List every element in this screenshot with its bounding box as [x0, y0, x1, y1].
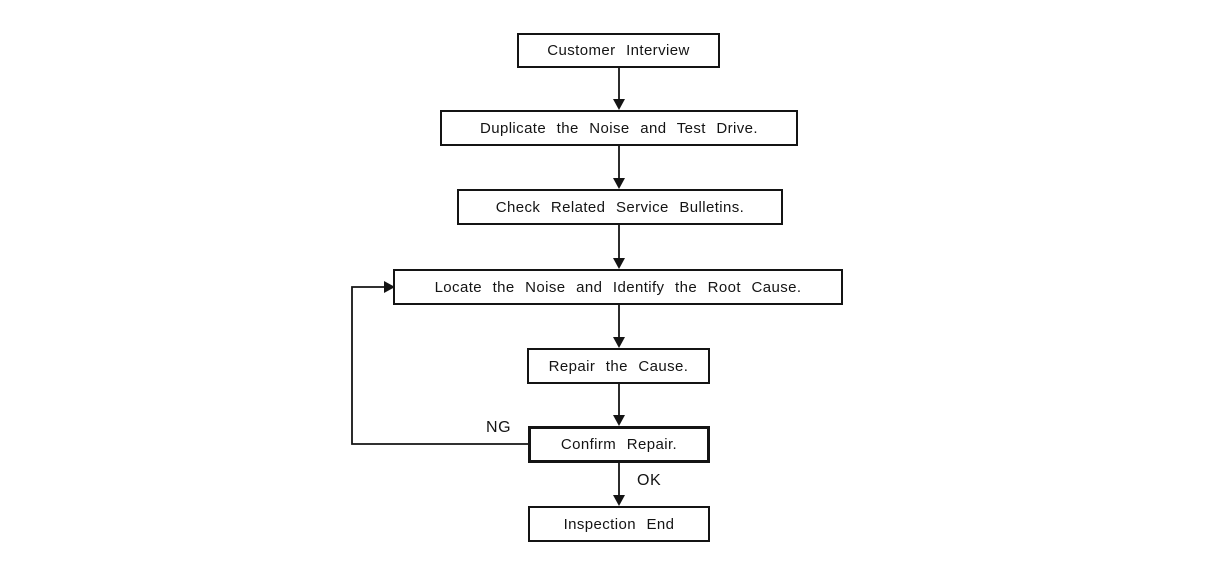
flow-box-confirm-repair: Confirm Repair. — [528, 426, 710, 463]
arrow-down-icon — [613, 384, 625, 426]
edge-label-ok: OK — [637, 472, 662, 489]
flow-box-check-service-bulletins: Check Related Service Bulletins. — [457, 189, 783, 225]
edge-label-ng: NG — [486, 419, 512, 436]
flow-box-label: Inspection End — [563, 515, 675, 533]
flow-box-label: Customer Interview — [547, 42, 690, 59]
flow-box-locate-noise-root-cause: Locate the Noise and Identify the Root C… — [393, 269, 843, 305]
flow-box-label: Locate the Noise and Identify the Root C… — [434, 278, 802, 296]
flow-box-inspection-end: Inspection End — [528, 506, 710, 542]
arrow-down-icon — [613, 68, 625, 110]
flow-box-label: Duplicate the Noise and Test Drive. — [479, 119, 758, 137]
flow-box-repair-cause: Repair the Cause. — [527, 348, 710, 384]
arrow-down-icon — [613, 225, 625, 269]
flow-box-duplicate-noise-test-drive: Duplicate the Noise and Test Drive. — [440, 110, 798, 146]
arrow-down-icon — [613, 146, 625, 189]
flow-box-label: Confirm Repair. — [560, 436, 678, 453]
arrow-down-icon — [613, 305, 625, 348]
flow-box-label: Repair the Cause. — [548, 357, 689, 375]
flow-box-customer-interview: Customer Interview — [517, 33, 720, 68]
flow-box-label: Check Related Service Bulletins. — [495, 198, 745, 216]
arrow-down-icon — [613, 463, 625, 506]
feedback-loop-arrow-icon — [351, 281, 528, 445]
